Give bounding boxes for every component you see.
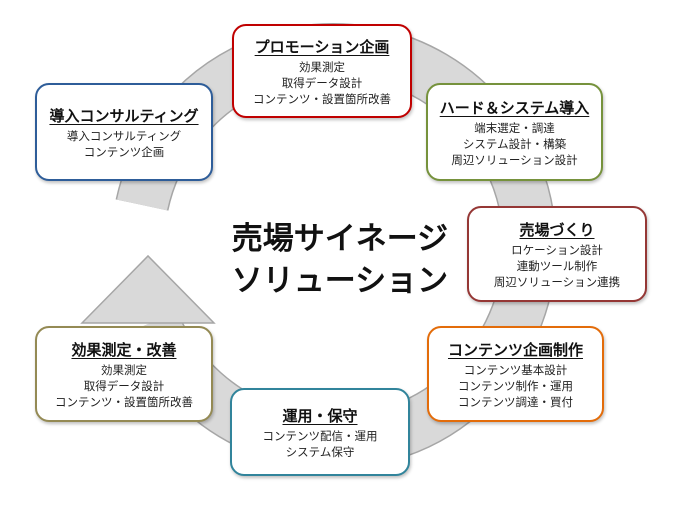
step-box-operation-maintenance: 運用・保守 コンテンツ配信・運用 システム保守 (230, 388, 410, 476)
step-title: 効果測定・改善 (71, 340, 177, 359)
step-title: 売場づくり (519, 220, 595, 239)
step-item: コンテンツ・設置箇所改善 (253, 91, 391, 106)
step-item: 周辺ソリューション連携 (493, 274, 621, 289)
step-title: 運用・保守 (282, 406, 358, 425)
step-item: コンテンツ・設置箇所改善 (55, 394, 193, 409)
center-title-line2: ソリューション (231, 263, 449, 299)
step-box-promotion: プロモーション企画 効果測定 取得データ設計 コンテンツ・設置箇所改善 (232, 24, 412, 118)
step-title: プロモーション企画 (254, 37, 390, 56)
step-item: 周辺ソリューション設計 (451, 152, 578, 167)
step-item: 取得データ設計 (83, 378, 165, 393)
step-box-content-production: コンテンツ企画制作 コンテンツ基本設計 コンテンツ制作・運用 コンテンツ調達・買… (427, 326, 604, 422)
step-title: コンテンツ企画制作 (447, 340, 583, 359)
step-item: 導入コンサルティング (66, 128, 182, 143)
step-box-hardware-system: ハード＆システム導入 端末選定・調達 システム設計・構築 周辺ソリューション設計 (426, 83, 603, 181)
step-title: ハード＆システム導入 (439, 98, 590, 117)
step-item: ロケーション設計 (511, 242, 603, 257)
step-item: 連動ツール制作 (516, 258, 598, 273)
step-box-store-design: 売場づくり ロケーション設計 連動ツール制作 周辺ソリューション連携 (467, 206, 647, 302)
step-item: 効果測定 (101, 362, 147, 377)
step-item: コンテンツ企画 (83, 144, 165, 159)
step-box-consulting: 導入コンサルティング 導入コンサルティング コンテンツ企画 (35, 83, 213, 181)
center-title: 売場サイネージ ソリューション (200, 218, 480, 302)
step-item: コンテンツ調達・買付 (458, 394, 573, 409)
step-item: システム設計・構築 (462, 136, 567, 151)
step-item: システム保守 (285, 444, 355, 459)
step-item: 端末選定・調達 (474, 120, 555, 135)
step-title: 導入コンサルティング (49, 106, 199, 125)
step-item: 効果測定 (299, 59, 345, 74)
step-item: コンテンツ基本設計 (463, 362, 568, 377)
step-item: 取得データ設計 (281, 75, 363, 90)
step-item: コンテンツ配信・運用 (262, 428, 378, 443)
step-box-measurement-improvement: 効果測定・改善 効果測定 取得データ設計 コンテンツ・設置箇所改善 (35, 326, 213, 422)
center-title-line1: 売場サイネージ (231, 221, 449, 257)
cycle-arrow-head (80, 254, 216, 324)
step-item: コンテンツ制作・運用 (458, 378, 573, 393)
